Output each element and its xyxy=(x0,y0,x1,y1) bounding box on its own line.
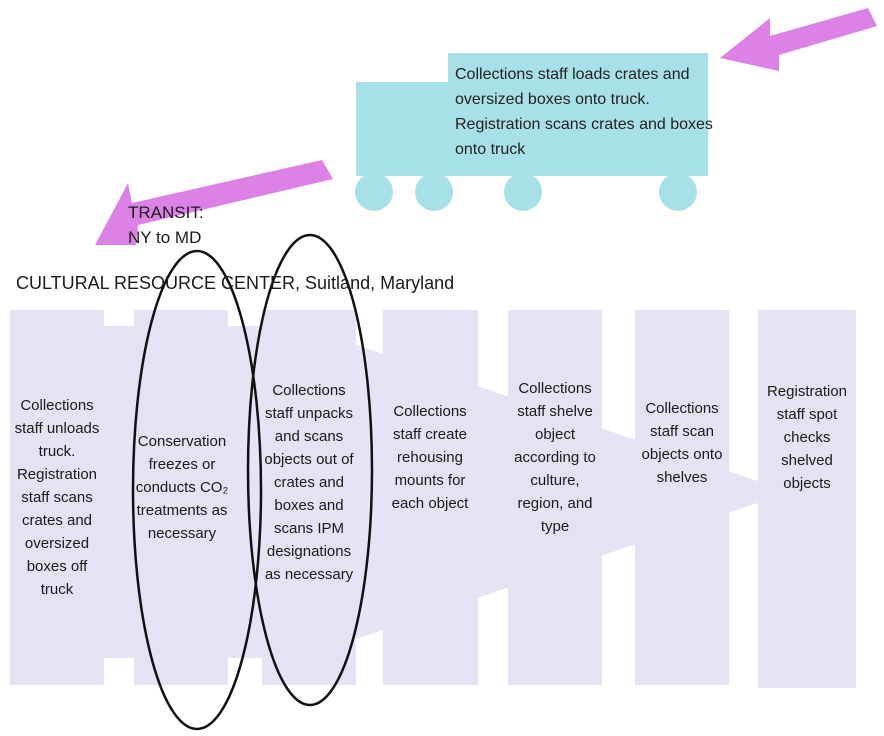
step-panel-4 xyxy=(383,310,478,685)
highlight-ellipse-conservation xyxy=(131,249,263,731)
truck-wheel xyxy=(504,173,542,211)
step-label-6: Collections staff scan objects onto shel… xyxy=(641,399,723,486)
step-panel-5 xyxy=(508,310,602,685)
truck-wheel xyxy=(415,173,453,211)
step-panel-2 xyxy=(134,310,228,685)
truck-wheel xyxy=(355,173,393,211)
truck-caption: Collections staff loads crates and overs… xyxy=(455,66,713,158)
step-panel-1 xyxy=(10,310,104,685)
truck-cab xyxy=(356,82,448,176)
transit-line-1: TRANSIT: xyxy=(128,203,204,222)
step-panel-7 xyxy=(758,310,856,688)
step-label-5: Collections staff shelve object accordin… xyxy=(514,380,596,535)
transit-line-2: NY to MD xyxy=(128,228,202,247)
step-label-3: Collections staff unpacks and scans obje… xyxy=(264,382,354,583)
step-label-7: Registration staff spot checks shelved o… xyxy=(766,383,848,492)
step-label-2: Conservation freezes or conducts CO₂ tre… xyxy=(135,433,229,542)
truck-wheel xyxy=(659,173,697,211)
step-label-1: Collections staff unloads truck. Registr… xyxy=(14,397,100,598)
transit-label: TRANSIT: NY to MD xyxy=(128,200,204,250)
arrow-top-right xyxy=(720,8,877,71)
truck-body xyxy=(448,53,708,176)
step-panel-6 xyxy=(635,310,729,685)
truck-graphic xyxy=(355,53,708,211)
highlight-ellipse-unpack xyxy=(246,233,374,707)
transit-arrow xyxy=(95,160,333,245)
center-title: CULTURAL RESOURCE CENTER, Suitland, Mary… xyxy=(16,273,455,293)
step-label-4: Collections staff create rehousing mount… xyxy=(391,403,469,512)
step-panel-3 xyxy=(262,310,356,685)
